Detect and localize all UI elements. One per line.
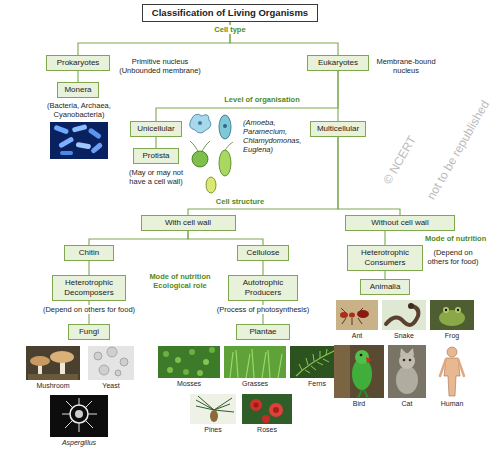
image-caption: Ferns [307,380,327,388]
connector-line [384,231,385,245]
kingdom-box: Animalia [360,279,410,295]
note-text: (Depend on others for food) [425,248,481,266]
category-box: Heterotrophic Decomposers [52,275,126,301]
category-box: Chitin [64,245,114,261]
title-box: Classification of Living Organisms [142,4,318,22]
aspergillus-image [50,395,108,437]
connector-line [89,231,188,245]
node-text: Prokaryotes [53,58,103,68]
note-text: Membrane-bound nucleus [372,57,440,75]
ant-image [336,300,378,330]
image-caption: Roses [256,426,278,434]
watermark: not to be republished [423,97,492,203]
bacteria-image [50,122,108,159]
cat-image [388,345,426,398]
frog-image [430,300,474,330]
human-image [430,345,474,398]
connector-line [262,261,263,275]
level-label: Level of organisation [223,95,300,104]
node-text: Classification of Living Organisms [152,7,308,19]
connector-line [188,231,263,245]
node-text: Multicellular [317,124,359,134]
node-text: Autotrophic Producers [235,278,291,298]
node-text: Unicellular [137,124,175,134]
connector-line [337,71,338,121]
connector-line [384,271,385,279]
category-box: Without cell wall [345,215,455,231]
connector-line [155,137,156,148]
node-text: Cellulose [244,248,282,258]
category-box: Eukaryotes [307,55,369,71]
bird-image [334,345,384,398]
level-label: Mode of nutrition Ecological role [140,272,220,290]
snake-image [382,300,426,330]
connector-line [77,71,78,82]
category-box: Monera [57,82,98,98]
node-text: Without cell wall [352,218,448,228]
node-text: Protista [140,151,172,161]
kingdom-box: Protista [133,148,179,164]
yeast-image [88,346,134,380]
level-label: Mode of nutrition [424,234,487,243]
mushroom-image [26,346,80,380]
node-text: Heterotrophic Consumers [354,248,416,268]
connector-line [156,71,338,121]
connector-line [88,261,89,275]
moss-image [158,346,220,378]
image-caption: Bird [352,400,366,408]
category-box: Heterotrophic Consumers [347,245,423,271]
protist-image [190,114,233,193]
node-text: Heterotrophic Decomposers [59,278,119,298]
category-box: Cellulose [237,245,289,261]
node-text: Chitin [71,248,107,258]
category-box: Autotrophic Producers [228,275,298,301]
level-label: Cell structure [215,197,265,206]
category-box: Prokaryotes [46,55,110,71]
node-text: Eukaryotes [314,58,362,68]
note-text: (Depend on others for food) [42,305,136,314]
image-caption: Yeast [101,382,120,390]
image-caption: Aspergillus [61,439,97,447]
connector-line [78,22,230,55]
kingdom-box: Fungi [68,324,110,340]
node-text: Plantae [243,327,283,337]
note-text: (Bacteria, Archaea, Cyanobacteria) [37,101,121,119]
note-text: (Amoeba, Paramecium, Chlamydomonas, Eugl… [242,118,304,154]
category-box: Unicellular [130,121,182,137]
image-caption: Mosses [176,380,202,388]
image-caption: Human [440,400,465,408]
note-text: (May or may not have a cell wall) [124,168,188,186]
image-caption: Ant [351,332,364,340]
image-caption: Pines [203,426,223,434]
grass-image [224,346,286,378]
category-box: With cell wall [141,215,236,231]
rose-image [242,394,292,424]
category-box: Multicellular [310,121,366,137]
pine-image [190,394,236,424]
node-text: Monera [64,85,91,95]
image-caption: Snake [393,332,415,340]
image-caption: Frog [444,332,460,340]
image-caption: Cat [401,400,414,408]
node-text: Fungi [75,327,103,337]
node-text: Animalia [367,282,403,292]
image-caption: Grasses [241,380,269,388]
note-text: (Process of photosynthesis) [216,305,311,314]
level-label: Cell type [213,25,246,34]
kingdom-box: Plantae [236,324,290,340]
note-text: Primitive nucleus (Unbounded membrane) [118,57,202,75]
image-caption: Mushroom [35,382,70,390]
watermark: © NCERT [380,133,420,188]
node-text: With cell wall [148,218,229,228]
